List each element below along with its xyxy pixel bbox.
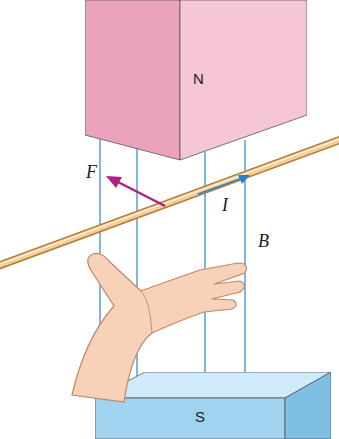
magnet-face bbox=[95, 398, 285, 439]
hand-crease bbox=[141, 291, 152, 333]
pole-letter: N bbox=[193, 70, 204, 87]
field-symbol: B bbox=[258, 232, 269, 250]
pole-letter: S bbox=[195, 408, 205, 425]
magnet-face bbox=[285, 372, 331, 439]
force-arrow bbox=[106, 176, 165, 206]
magnet-face bbox=[85, 0, 180, 160]
north-pole-magnet: N bbox=[85, 0, 307, 162]
south-pole-magnet: S bbox=[95, 372, 331, 439]
current-arrow bbox=[198, 175, 250, 194]
wire bbox=[0, 137, 339, 267]
magnet-outline bbox=[95, 372, 331, 439]
magnet-face bbox=[180, 0, 307, 160]
field-line bbox=[136, 148, 137, 398]
force-symbol: F bbox=[86, 163, 97, 181]
current-symbol: I bbox=[222, 196, 228, 214]
left-hand bbox=[72, 253, 246, 402]
